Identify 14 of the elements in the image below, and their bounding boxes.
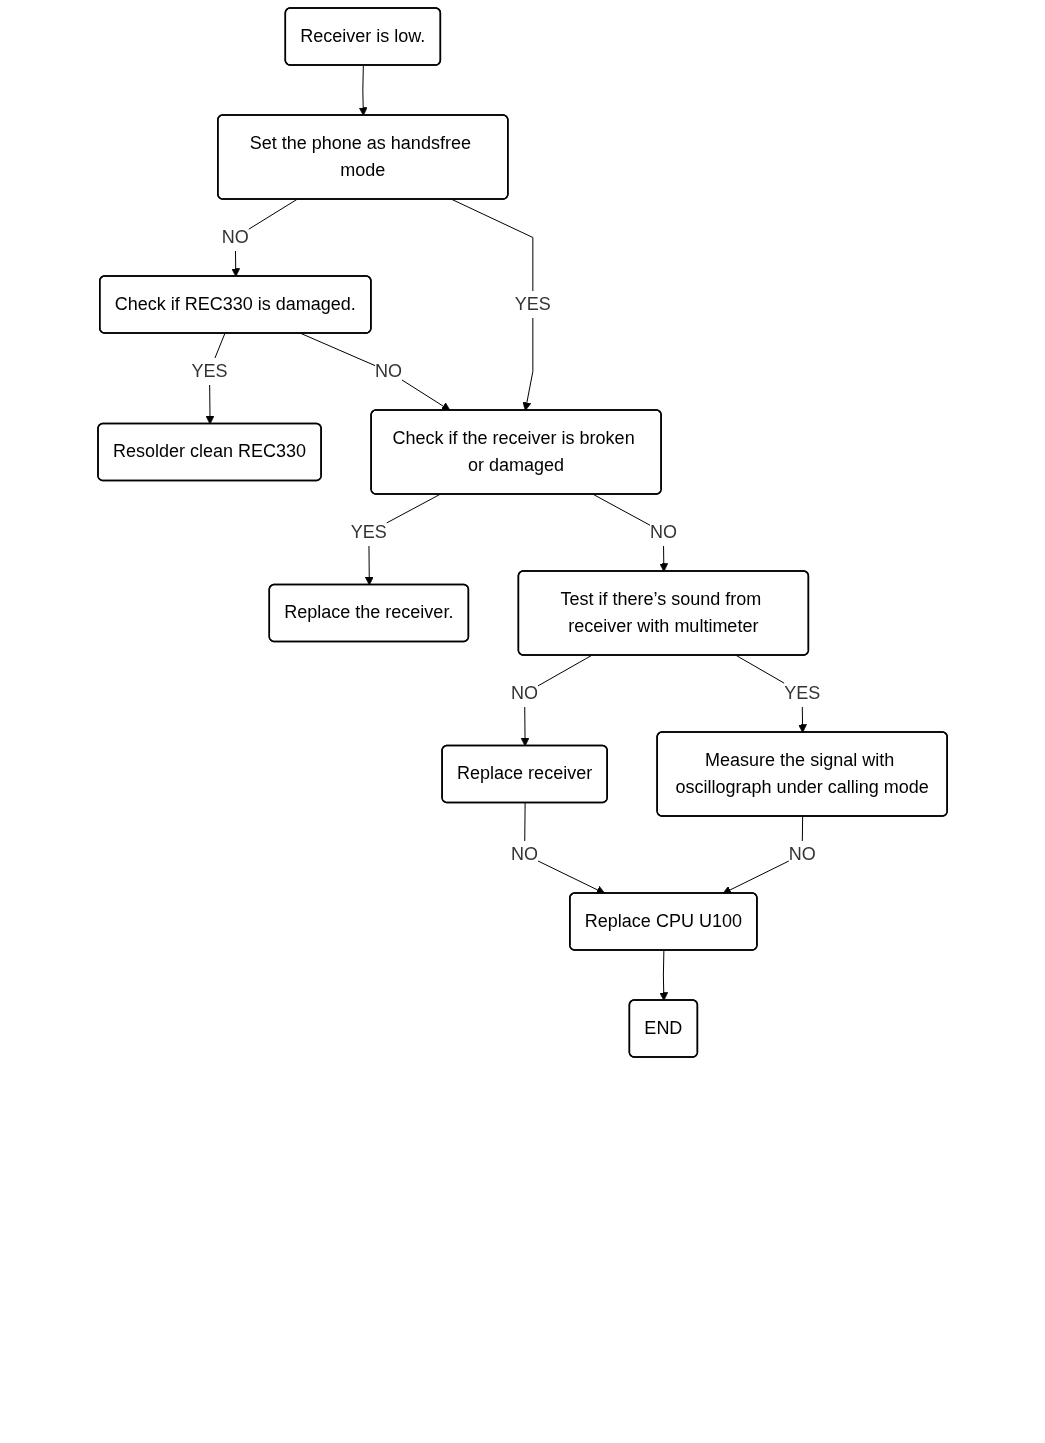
edge-label: YES [350, 521, 387, 542]
edge-label: NO [788, 843, 816, 864]
arrow [451, 199, 534, 411]
arrow [659, 950, 669, 1001]
edge-label: YES [784, 682, 821, 703]
arrow [300, 333, 451, 411]
edge-label: NO [375, 360, 403, 381]
arrow [358, 65, 368, 116]
edge-label: NO [511, 682, 539, 703]
edge-label: YES [191, 360, 228, 381]
edge-label: NO [511, 843, 539, 864]
edge-label: NO [221, 227, 249, 247]
edge-label: NO [649, 521, 677, 542]
edge-label: YES [514, 294, 551, 314]
